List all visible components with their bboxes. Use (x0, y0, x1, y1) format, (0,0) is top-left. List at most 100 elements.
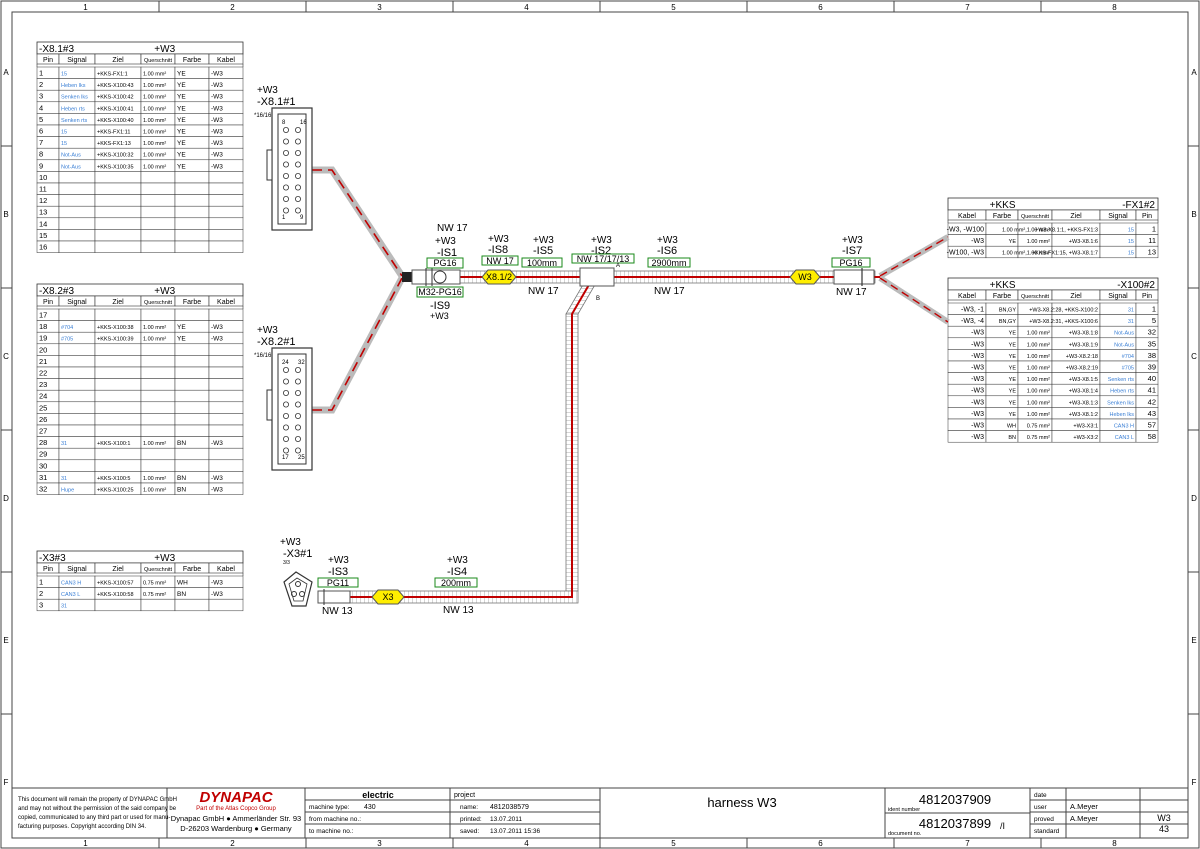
connector-pin (282, 401, 289, 408)
table-owner: +KKS (990, 200, 1016, 211)
svg-text:NW 17: NW 17 (528, 286, 559, 297)
fitting-is3 (317, 590, 351, 604)
table-cell: WH (177, 580, 188, 587)
svg-text:A.Meyer: A.Meyer (1070, 802, 1098, 811)
grid-row-label: A (3, 68, 9, 77)
table-cell: 31 (61, 476, 67, 482)
table-cell: 1.00 mm² (1027, 389, 1050, 395)
table-cell: 42 (1148, 397, 1156, 406)
svg-text:to machine no.:: to machine no.: (309, 828, 354, 835)
table-cell: 1.00 mm² (143, 164, 166, 170)
svg-text:NW 17: NW 17 (654, 286, 685, 297)
table-cell: 1.00 mm² (143, 118, 166, 124)
svg-text:W3: W3 (798, 272, 812, 282)
junction-block (402, 272, 412, 282)
table-header-cell: Kabel (217, 57, 235, 64)
table-cell: 17 (39, 311, 47, 320)
table-cell: +W3-X8.1:8 (1069, 331, 1098, 337)
connector-pin (282, 435, 289, 442)
svg-text:X8.1/2: X8.1/2 (486, 272, 512, 282)
svg-text:-IS8: -IS8 (488, 244, 508, 256)
table-cell: BN,GY (999, 319, 1016, 325)
fitting-is7 (833, 269, 875, 285)
table-cell: +KKS-X100:32 (97, 153, 134, 159)
table-cell: YE (177, 82, 186, 89)
connector-pin (282, 161, 289, 168)
grid-column-label: 1 (83, 839, 88, 848)
table-cell: 15 (61, 130, 67, 136)
fitting-is2 (579, 267, 615, 287)
table-header-cell: Kabel (958, 293, 976, 300)
table-cell: -W3 (211, 129, 223, 136)
table-cell: 31 (61, 441, 67, 447)
cable-x8-1 (312, 166, 405, 278)
table-cell: 26 (39, 415, 47, 424)
svg-text:*16/16: *16/16 (254, 353, 272, 359)
table-row: 13 (36, 205, 244, 219)
connector-x8-2: +W3 -X8.2#1 *16/16 24 32 17 25 (254, 325, 313, 471)
svg-text:ident number: ident number (888, 807, 920, 813)
table-cell: 58 (1148, 432, 1156, 441)
svg-text:document no.: document no. (888, 831, 922, 837)
connector-pin (294, 412, 301, 419)
table-row: 29 (36, 447, 244, 461)
table-cell: 1.00 mm² (143, 488, 166, 494)
table-cell: YE (177, 94, 186, 101)
table-cell: 35 (1148, 339, 1156, 348)
table-cell: 3 (39, 601, 43, 610)
svg-text:-IS9: -IS9 (430, 300, 450, 312)
svg-text:PG11: PG11 (327, 578, 349, 588)
table-cell: -W3 (211, 591, 223, 598)
table-row: 20 (36, 343, 244, 356)
grid-column-label: 7 (965, 839, 970, 848)
table-cell: 1 (39, 578, 43, 587)
table-cell: YE (1009, 389, 1017, 395)
table-cell: 9 (39, 161, 43, 170)
table-header-cell: Ziel (1070, 293, 1082, 300)
svg-text:Part of the Atlas Copco Group: Part of the Atlas Copco Group (196, 806, 276, 812)
svg-text:-X8.1#1: -X8.1#1 (257, 96, 296, 108)
table-cell: Heben lks (1110, 412, 1135, 418)
table-cell: -W3 (211, 152, 223, 159)
table-cell: +KKS-X100:57 (97, 581, 134, 587)
svg-text:32: 32 (298, 360, 305, 366)
svg-text:copied, communicated to any th: copied, communicated to any third part o… (18, 815, 170, 821)
table-cell: 1.00 mm² (143, 130, 166, 136)
svg-text:electric: electric (362, 790, 394, 800)
table-cell: YE (1009, 239, 1017, 245)
table-cell: 13 (39, 208, 47, 217)
table-cell: 2 (39, 589, 43, 598)
table-cell: BN (177, 475, 186, 482)
table-cell: 15 (39, 231, 47, 240)
connector-pin (282, 424, 289, 431)
table-row: 15 (36, 229, 244, 242)
table-cell: 1.00 mm² (1027, 331, 1050, 337)
svg-text:X3: X3 (382, 592, 393, 602)
table-cell: +W3-X3:2 (1073, 435, 1098, 441)
grid-row-label: B (3, 210, 8, 219)
table-cell: BN (177, 487, 186, 494)
svg-text:+W3: +W3 (533, 235, 554, 246)
table-cell: 11 (39, 185, 47, 194)
grid-column-label: 3 (377, 839, 382, 848)
table-row: 27 (36, 424, 244, 437)
grid-column-label: 5 (671, 839, 676, 848)
connector-pin (282, 149, 289, 156)
table-cell: 1.00 mm² (1027, 342, 1050, 348)
table-cell: +W3-X8.1:1, +KKS-FX1:3 (1035, 228, 1098, 234)
table-cell: +KKS-X100:25 (97, 488, 134, 494)
table-header-cell: Querschnitt (1021, 294, 1050, 300)
table-cell: YE (1009, 400, 1017, 406)
grid-row-label: D (3, 494, 9, 503)
table-row: 12 (36, 194, 244, 207)
